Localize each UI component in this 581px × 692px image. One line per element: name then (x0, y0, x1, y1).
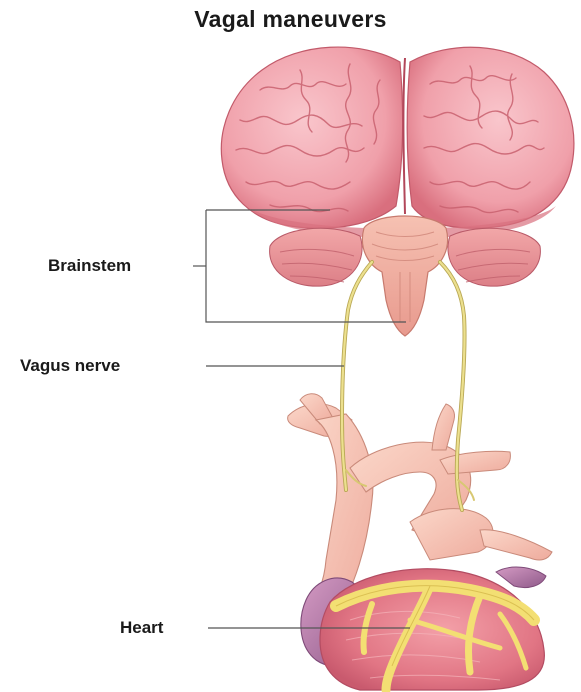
brain (221, 47, 574, 336)
heart-label: Heart (120, 618, 163, 638)
brainstem-label: Brainstem (48, 256, 131, 276)
vagus-nerve-label: Vagus nerve (20, 356, 120, 376)
heart (301, 569, 544, 690)
